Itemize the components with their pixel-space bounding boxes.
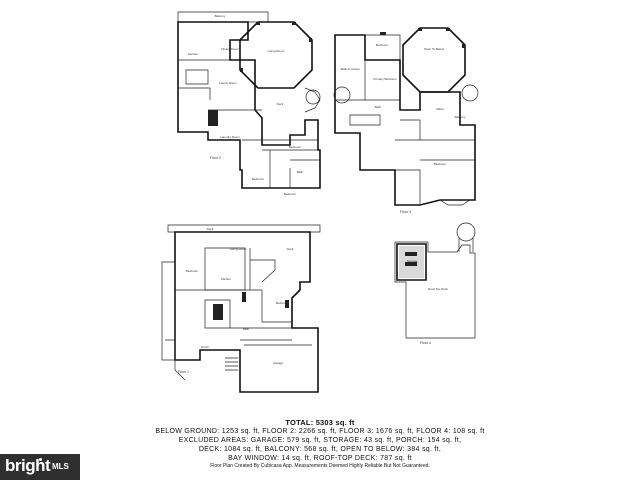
svg-text:Balcony: Balcony — [455, 115, 466, 119]
svg-text:Bedroom: Bedroom — [284, 192, 297, 196]
svg-text:Floor 1: Floor 1 — [178, 370, 189, 374]
disclaimer-footnote: Floor Plan Created By Cubicasa App. Meas… — [210, 463, 430, 469]
svg-text:Bath: Bath — [243, 327, 250, 331]
svg-text:Deck: Deck — [277, 102, 284, 106]
svg-text:Kitchen: Kitchen — [188, 52, 198, 56]
svg-text:Porch: Porch — [201, 345, 209, 349]
svg-text:Bedroom: Bedroom — [289, 145, 302, 149]
svg-text:Living Room: Living Room — [230, 247, 247, 251]
svg-text:Bath: Bath — [375, 105, 382, 109]
area-line-deck: DECK: 1084 sq. ft, BALCONY: 568 sq. ft, … — [198, 446, 442, 453]
svg-text:Bedroom: Bedroom — [376, 43, 389, 47]
svg-text:Bedroom: Bedroom — [434, 162, 447, 166]
floor-2-plan: Balcony Dining Room Living Room Kitchen … — [177, 11, 321, 196]
svg-text:Floor 4: Floor 4 — [420, 341, 431, 345]
total-area: TOTAL: 5303 sq. ft — [285, 418, 355, 427]
bright-mls-logo: bright MLS — [0, 454, 80, 480]
svg-text:Floor 2: Floor 2 — [210, 156, 221, 160]
svg-text:Open To Below: Open To Below — [424, 47, 445, 51]
floor-1-plan: Deck Living Room Bedroom Kitchen Deck Be… — [161, 224, 321, 393]
floor-plans: Balcony Dining Room Living Room Kitchen … — [161, 11, 479, 393]
svg-text:Kitchen: Kitchen — [221, 277, 231, 281]
logo-brand: bright — [5, 456, 51, 475]
svg-text:Garage: Garage — [273, 361, 283, 365]
svg-text:Deck: Deck — [287, 247, 294, 251]
svg-text:Walk-in Closet: Walk-in Closet — [340, 67, 359, 71]
svg-text:Floor 3: Floor 3 — [400, 210, 411, 214]
svg-text:Bedroom: Bedroom — [252, 177, 265, 181]
svg-text:Bath: Bath — [297, 170, 304, 174]
svg-text:Storage: Storage — [407, 259, 418, 263]
area-summary: TOTAL: 5303 sq. ft BELOW GROUND: 1253 sq… — [0, 418, 640, 463]
svg-text:Bedroom: Bedroom — [276, 301, 289, 305]
area-line-floors: BELOW GROUND: 1253 sq. ft, FLOOR 2: 2266… — [155, 428, 485, 435]
logo-dot-icon — [39, 458, 42, 461]
area-line-excluded: EXCLUDED AREAS: GARAGE: 579 sq. ft, STOR… — [178, 437, 462, 444]
svg-text:Family Room: Family Room — [219, 81, 237, 85]
area-line-bay: BAY WINDOW: 14 sq. ft, ROOF-TOP DECK: 78… — [228, 455, 412, 462]
floor-3-plan: Bedroom Open To Below Walk-in Closet Pri… — [333, 27, 479, 214]
svg-text:Balcony: Balcony — [215, 14, 226, 18]
svg-text:Laundry Room: Laundry Room — [220, 135, 240, 139]
svg-text:Office: Office — [436, 107, 444, 111]
svg-text:Roof-Top Deck: Roof-Top Deck — [428, 287, 448, 291]
svg-text:Bedroom: Bedroom — [186, 269, 199, 273]
svg-text:Primary Bedroom: Primary Bedroom — [373, 77, 397, 81]
svg-text:Dining Room: Dining Room — [221, 47, 239, 51]
logo-suffix: MLS — [52, 462, 69, 471]
floor-4-plan: Storage Roof-Top Deck Floor 4 — [394, 222, 476, 345]
svg-text:Living Room: Living Room — [268, 49, 285, 53]
svg-text:Deck: Deck — [207, 227, 214, 231]
